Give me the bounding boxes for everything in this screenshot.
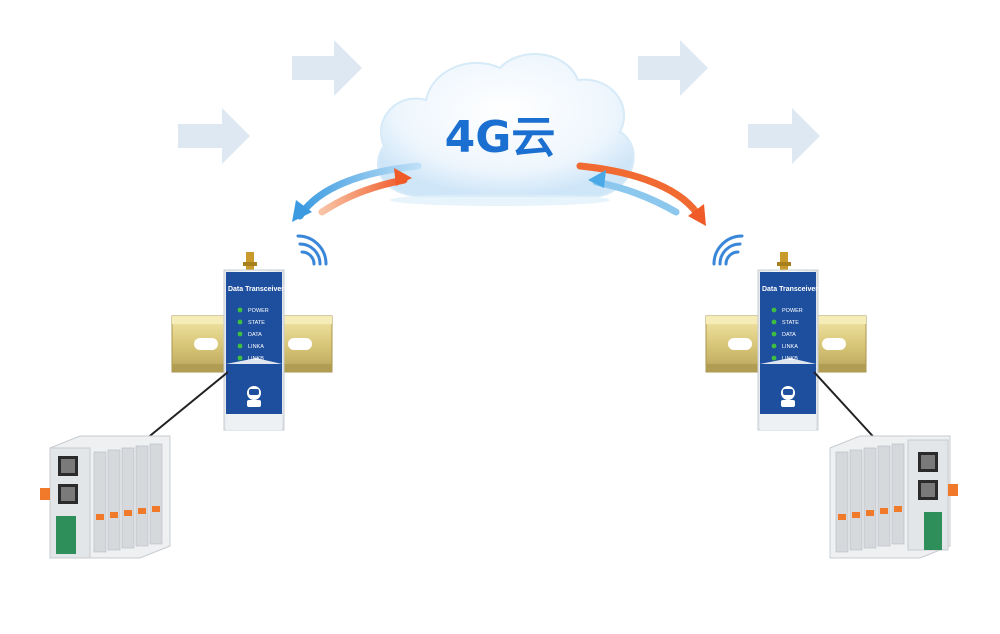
- transceiver-left: Data Transceiver POWER STATE DATA LINKA …: [171, 234, 333, 431]
- cable-left: [139, 371, 229, 445]
- antenna-icon: [243, 252, 257, 270]
- led-list: POWER STATE DATA LINKA LINKB: [237, 307, 269, 362]
- led-label: DATA: [782, 332, 796, 338]
- led-label: DATA: [248, 332, 262, 338]
- robot-logo-icon: [781, 386, 795, 407]
- io-module-left: [40, 435, 171, 559]
- led-list: POWER STATE DATA LINKA LINKB: [771, 307, 803, 362]
- right-bidirectional-arrows: [576, 162, 706, 226]
- wifi-signal-icon: [296, 234, 328, 266]
- led-label: POWER: [782, 308, 803, 314]
- wifi-signal-icon: [712, 234, 744, 266]
- led-label: LINKA: [782, 344, 798, 350]
- led-label: LINKB: [782, 356, 798, 362]
- antenna-icon: [777, 252, 791, 270]
- led-label: STATE: [248, 320, 265, 326]
- io-module-right: [829, 435, 958, 559]
- flow-arrow-icon: [178, 40, 820, 164]
- cloud-label: 4G云: [445, 112, 556, 163]
- transceiver-right: Data Transceiver POWER STATE DATA LINKA …: [705, 234, 867, 431]
- led-label: STATE: [782, 320, 799, 326]
- robot-logo-icon: [247, 386, 261, 407]
- cable-right: [813, 371, 881, 445]
- device-title: Data Transceiver: [228, 286, 284, 293]
- terminal-grid: [93, 443, 163, 553]
- cloud-shape: [377, 53, 635, 206]
- led-label: LINKB: [248, 356, 264, 362]
- led-label: LINKA: [248, 344, 264, 350]
- device-title: Data Transceiver: [762, 286, 818, 293]
- terminal-grid: [835, 443, 905, 553]
- led-label: POWER: [248, 308, 269, 314]
- left-bidirectional-arrows: [292, 162, 422, 222]
